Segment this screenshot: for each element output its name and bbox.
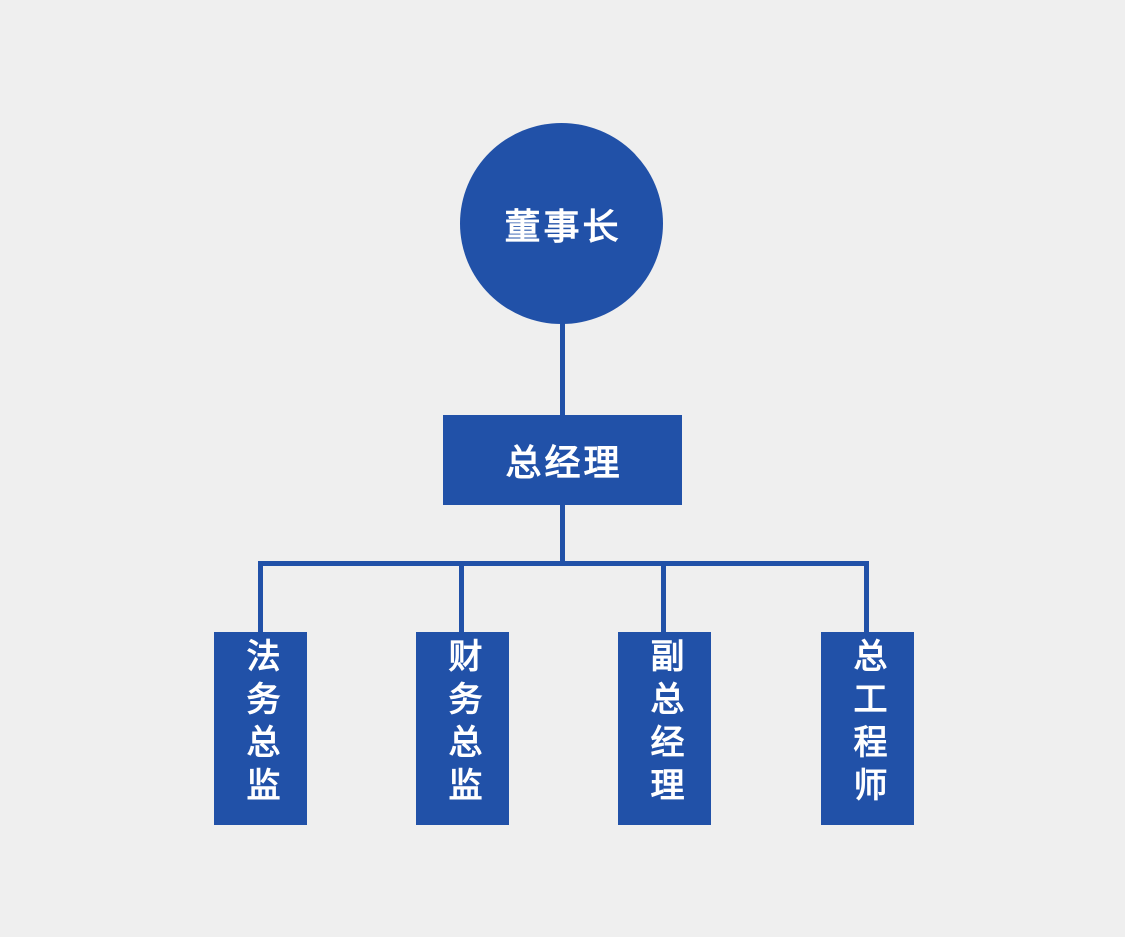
finance-director-node: 财务总监 [416, 632, 509, 825]
legal-director-label: 法务总监 [241, 638, 279, 810]
connector-drop-finance-director [459, 561, 464, 633]
connector-drop-deputy-gm [661, 561, 666, 633]
chief-engineer-label: 总工程师 [848, 638, 886, 810]
deputy-general-manager-node: 副总经理 [618, 632, 711, 825]
chairman-label: 董事长 [504, 205, 622, 247]
finance-director-label: 财务总监 [443, 638, 481, 810]
chairman-node: 董事长 [460, 123, 663, 324]
connector-horizontal-rail [258, 561, 869, 566]
chief-engineer-node: 总工程师 [821, 632, 914, 825]
connector-gm-to-rail [560, 504, 565, 566]
connector-drop-legal-director [258, 561, 263, 633]
connector-drop-chief-engineer [864, 561, 869, 633]
connector-chairman-to-gm [560, 322, 565, 416]
deputy-general-manager-label: 副总经理 [645, 638, 683, 810]
general-manager-node: 总经理 [443, 415, 682, 505]
legal-director-node: 法务总监 [214, 632, 307, 825]
general-manager-label: 总经理 [505, 442, 623, 483]
